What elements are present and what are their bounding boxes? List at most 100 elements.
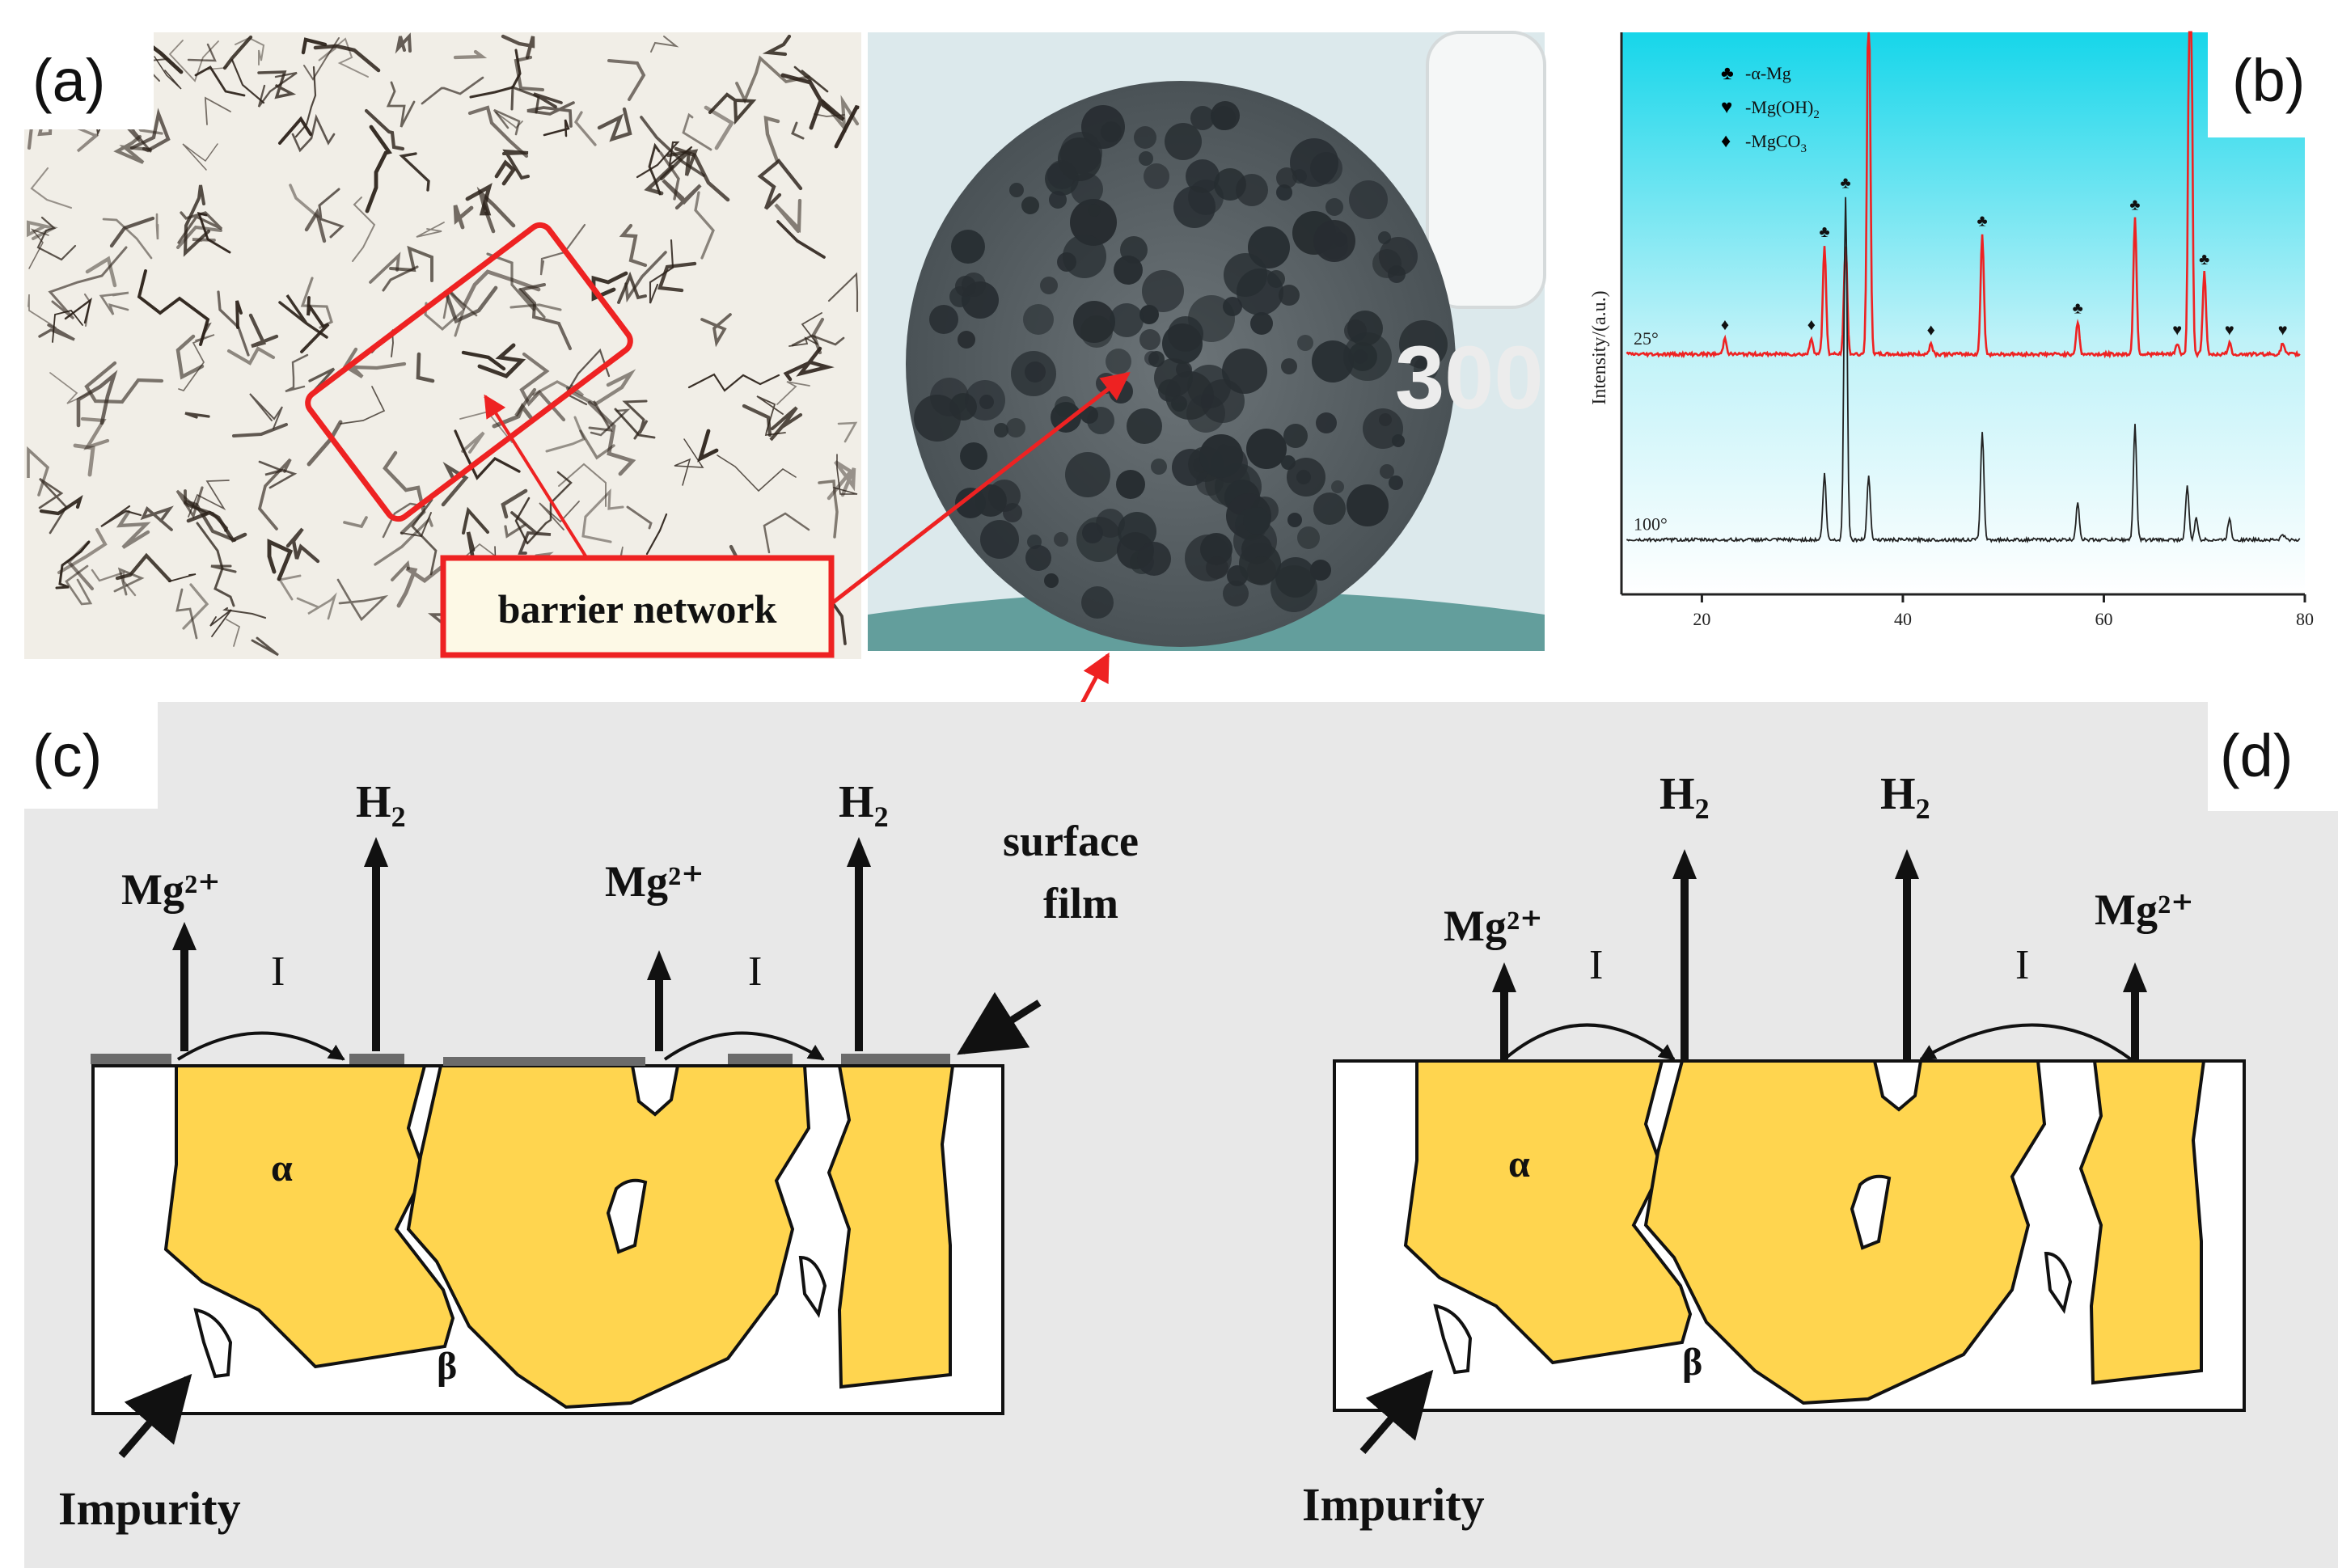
peak-marker-diamond-icon: ♦	[1927, 322, 1935, 340]
peak-marker-heart-icon: ♥	[2172, 322, 2182, 340]
micrograph-crack	[222, 606, 267, 619]
micrograph-crack	[182, 583, 209, 630]
micrograph-crack	[389, 245, 433, 282]
micrograph-crack	[184, 489, 229, 532]
surface-film-label-line1: surface	[1003, 817, 1139, 865]
micrograph-crack	[38, 323, 75, 341]
micrograph-crack	[364, 108, 405, 151]
micrograph-crack	[100, 505, 142, 527]
micrograph-crack	[650, 36, 679, 53]
micrograph-crack	[833, 454, 858, 495]
peak-marker-heart-icon: ♥	[2278, 322, 2288, 340]
corrosion-spot	[1139, 151, 1153, 166]
corrosion-spot	[1331, 480, 1344, 493]
micrograph-crack	[644, 164, 674, 196]
electron-transfer-arrow-right-d	[1919, 1023, 2133, 1061]
micrograph-crack	[196, 522, 235, 607]
corrosion-spot	[1044, 573, 1059, 588]
corrosion-spot	[1276, 184, 1292, 201]
region-i-label-left: I	[271, 949, 285, 995]
impurity-label-c: Impurity	[58, 1482, 241, 1535]
micrograph-texture	[27, 32, 860, 657]
corrosion-spot	[1276, 167, 1297, 188]
beaker-photo: 300	[868, 31, 1546, 651]
micrograph-crack	[659, 151, 680, 201]
h2-label-left: H2	[356, 777, 406, 833]
micrograph-crack	[769, 406, 803, 442]
corrosion-spot	[1312, 340, 1354, 382]
legend-label-mgoh2: -Mg(OH)2	[1745, 97, 1820, 121]
corrosion-spot	[979, 395, 994, 409]
alpha-grain-middle-d	[1643, 1059, 2047, 1405]
micrograph-crack	[168, 573, 197, 582]
micrograph-crack	[519, 352, 566, 422]
micrograph-crack	[776, 220, 826, 259]
micrograph-crack	[278, 294, 328, 339]
micrograph-crack	[296, 592, 337, 620]
micrograph-crack	[461, 431, 485, 454]
micrograph-crack	[827, 272, 859, 313]
micrograph-crack	[178, 334, 215, 392]
micrograph-crack	[336, 578, 389, 622]
electron-transfer-arrow-left-d	[1503, 1023, 1676, 1061]
micrograph-crack	[48, 246, 128, 320]
micrograph-crack	[194, 66, 246, 97]
callout-arrow-to-rectangle	[484, 394, 596, 572]
corrosion-spot	[1027, 535, 1042, 549]
micrograph-crack	[793, 66, 829, 93]
impurity-particle-right	[798, 1255, 827, 1318]
corrosion-spot	[1223, 581, 1249, 606]
micrograph-crack	[205, 66, 228, 70]
corrosion-spot	[1025, 361, 1046, 382]
surface-film-segment	[443, 1057, 645, 1066]
corrosion-spot	[1378, 231, 1391, 244]
alpha-phase-label: α	[271, 1147, 293, 1190]
corrosion-spot	[1055, 396, 1076, 417]
micrograph-crack	[257, 458, 292, 530]
micrograph-crack	[137, 269, 210, 346]
micrograph-crack	[27, 220, 58, 240]
region-i-label-right-d: I	[2015, 942, 2029, 988]
micrograph-crack	[645, 513, 668, 556]
panel-d-label-box	[2208, 702, 2338, 811]
corrosion-spot	[1343, 332, 1392, 381]
corrosion-spot	[1389, 475, 1403, 490]
micrograph-crack	[441, 462, 469, 507]
micrograph-crack	[827, 460, 856, 501]
micrograph-crack	[581, 488, 624, 543]
corrosion-spot	[1283, 424, 1308, 448]
impurity-particle-left	[193, 1308, 233, 1379]
panel-d-label: (d)	[2220, 722, 2293, 789]
micrograph-crack	[102, 218, 153, 260]
legend-club-icon: ♣	[1721, 63, 1734, 84]
micrograph-crack	[99, 291, 129, 315]
corrosion-spot	[962, 273, 986, 297]
micrograph-crack	[539, 223, 586, 276]
panel-a: (a) barrier network	[24, 32, 861, 659]
corrosion-spot	[1087, 407, 1114, 434]
peak-marker-club-icon: ♣	[1841, 174, 1851, 192]
panel-b-label: (b)	[2232, 47, 2305, 114]
panel-c: Mg²⁺ H2 I Mg²⁺ I H2 surface film α β Imp…	[58, 777, 1139, 1535]
corrosion-spot	[1243, 507, 1270, 535]
corrosion-spot	[1047, 160, 1076, 189]
surface-film-pointer	[957, 991, 1042, 1055]
corrosion-spot	[1190, 106, 1215, 130]
x-tick-label: 20	[1693, 609, 1710, 629]
micrograph-crack	[543, 119, 570, 137]
micrograph-crack	[386, 81, 416, 128]
arrowhead-icon	[1895, 849, 1919, 879]
micrograph-crack	[462, 506, 489, 535]
micrograph-crack	[776, 381, 810, 405]
micrograph-crack	[564, 348, 611, 406]
micrograph-crack	[446, 269, 541, 311]
micrograph-crack	[210, 564, 237, 573]
series-label: 25°	[1634, 328, 1659, 349]
micrograph-crack	[636, 141, 693, 179]
electron-transfer-arrow-left	[176, 1031, 345, 1061]
region-i-label-left-d: I	[1589, 942, 1603, 988]
corrosion-spot	[1070, 199, 1117, 246]
alpha-grain-middle	[406, 1064, 811, 1410]
